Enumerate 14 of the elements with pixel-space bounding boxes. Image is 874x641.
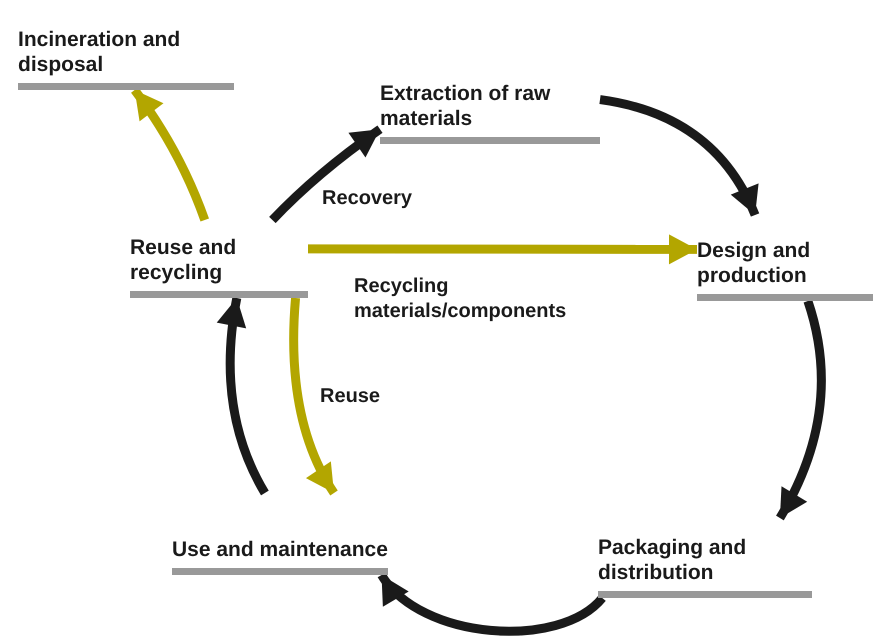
stage-title: Design and production [697, 238, 812, 288]
arrow [269, 126, 383, 224]
arrow [131, 87, 209, 222]
arrow [217, 297, 269, 496]
stage-title: Use and maintenance [172, 536, 388, 562]
arrow [378, 572, 606, 636]
arrow [776, 300, 826, 520]
arrow [289, 298, 338, 496]
stage-title: Packaging and distribution [598, 534, 748, 585]
arrow [599, 95, 760, 217]
stage-title: Extraction of raw materials [380, 80, 552, 131]
stage-title: Reuse and recycling [130, 234, 238, 285]
stage-title: Incineration and disposal [18, 26, 182, 77]
arrow [308, 234, 697, 264]
